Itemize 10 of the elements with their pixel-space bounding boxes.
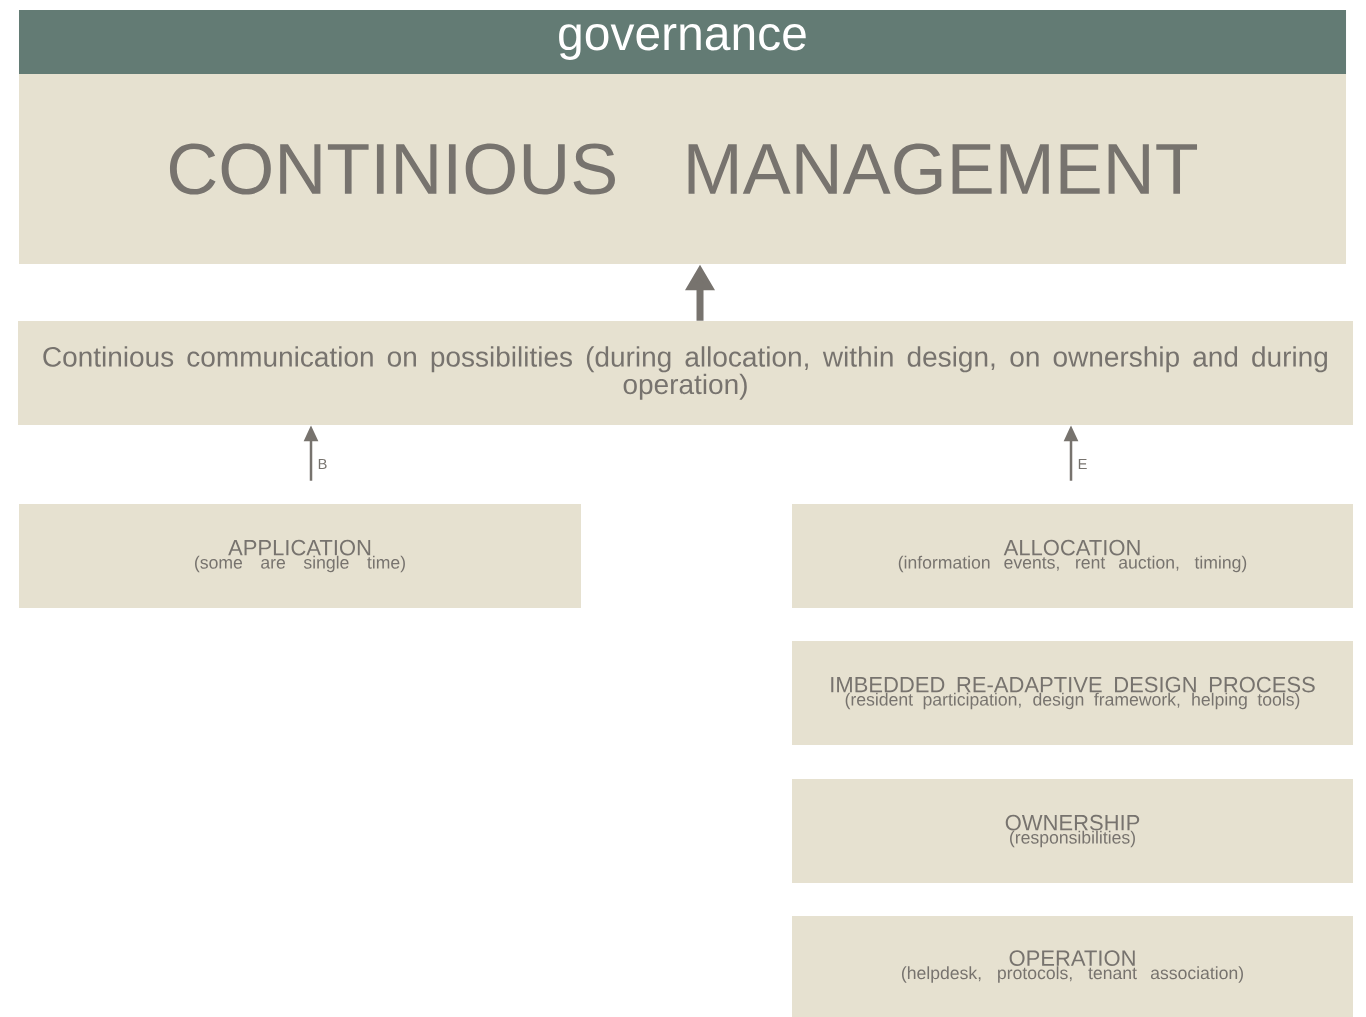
process-box: OPERATION (helpdesk, protocols, tenant association) [792,916,1353,1017]
header-band: governance [19,10,1346,74]
title-box: CONTINIOUS MANAGEMENT [19,74,1346,264]
process-box: ALLOCATION (information events, rent auction, timing) [792,504,1353,608]
process-box: APPLICATION (some are single time) [19,504,581,608]
edge-label: B [318,458,327,470]
process-box: OWNERSHIP (responsibilities) [792,779,1353,883]
edge-label: E [1078,458,1087,470]
banner-box: Continious communication on possibilities (during allocation, within design, on ownership and during operation) [18,321,1353,425]
process-box: IMBEDDED RE-ADAPTIVE DESIGN PROCESS (resident participation, design framework, helping tools) [792,641,1353,745]
